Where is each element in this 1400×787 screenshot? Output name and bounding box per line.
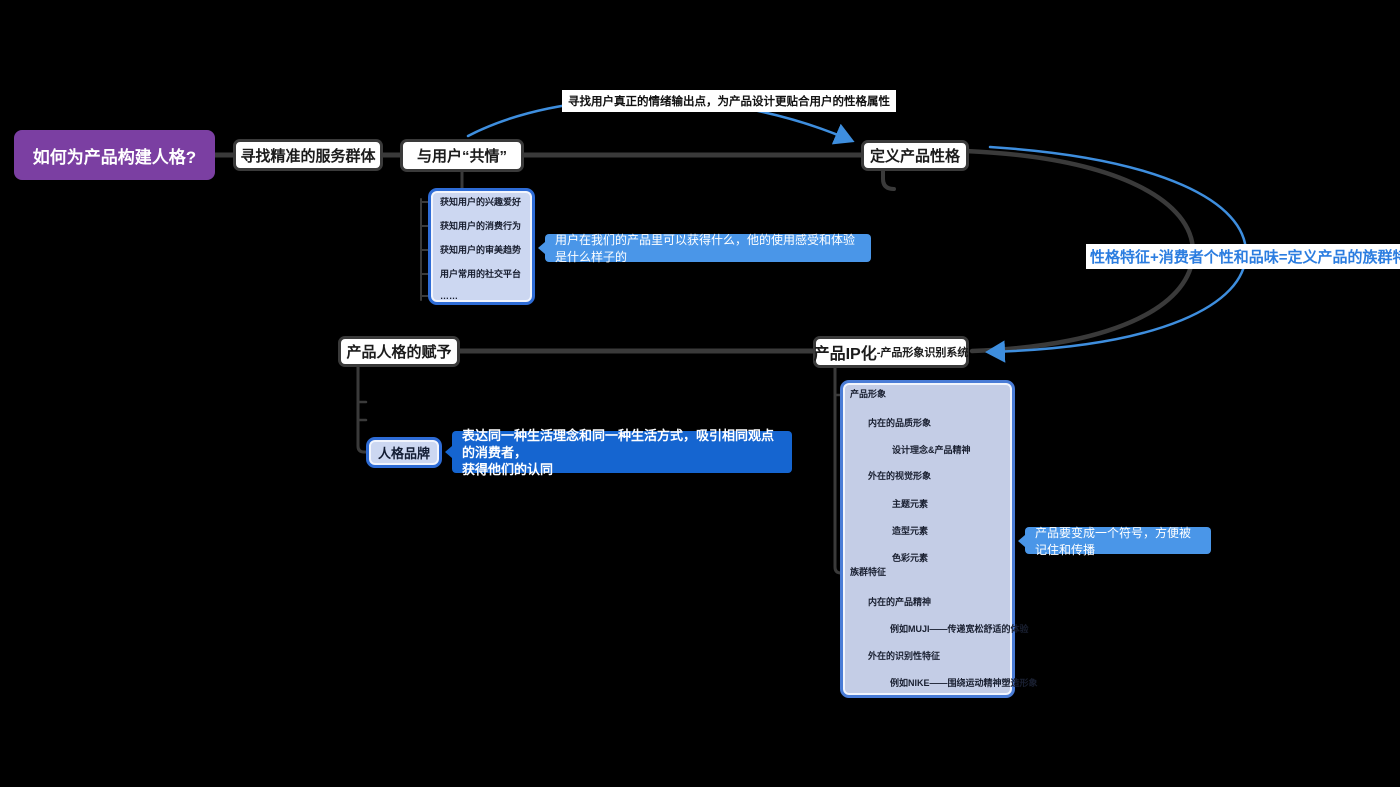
relationship-label-formula-text: 性格特征+消费者个性和品味=定义产品的族群特征	[1090, 249, 1400, 266]
topic-find-group[interactable]: 寻找精准的服务群体	[233, 139, 383, 171]
callout-lifestyle[interactable]: 表达同一种生活理念和同一种生活方式，吸引相同观点的消费者， 获得他们的认同	[445, 428, 792, 477]
topic-find-group-label: 寻找精准的服务群体	[240, 147, 376, 165]
ip-tree-item[interactable]: 族群特征	[850, 567, 887, 577]
topic-empathy-label: 与用户“共情”	[416, 148, 507, 165]
callout-user-experience-text: 用户在我们的产品里可以获得什么，他的使用感受和体验是什么样子的	[555, 233, 856, 264]
callout-lifestyle-line2: 获得他们的认同	[462, 461, 554, 477]
ip-tree-item[interactable]: 色彩元素	[892, 553, 929, 563]
ip-tree-item[interactable]: 主题元素	[892, 499, 929, 509]
ip-tree-item[interactable]: 造型元素	[892, 526, 929, 536]
ip-tree-item[interactable]: 内在的产品精神	[868, 597, 932, 607]
edge-define-stub	[881, 169, 896, 191]
ip-tree-item[interactable]: 内在的品质形象	[868, 418, 932, 428]
root-topic[interactable]: 如何为产品构建人格?	[14, 130, 215, 180]
topic-define-personality[interactable]: 定义产品性格	[861, 140, 969, 171]
ip-system-panel[interactable]	[840, 380, 1015, 698]
topic-endow-personality-label: 产品人格的赋予	[346, 344, 452, 361]
callout-arrow-icon	[1018, 534, 1025, 547]
callout-user-experience[interactable]: 用户在我们的产品里可以获得什么，他的使用感受和体验是什么样子的	[538, 233, 871, 264]
topic-empathy[interactable]: 与用户“共情”	[400, 139, 524, 172]
relationship-label-top[interactable]: 寻找用户真正的情绪输出点，为产品设计更贴合用户的性格属性	[562, 90, 896, 112]
empathy-item[interactable]: 用户常用的社交平台	[440, 269, 522, 279]
empathy-item[interactable]: 获知用户的消费行为	[440, 221, 522, 231]
topic-product-ip-label: 产品IP化	[813, 346, 877, 363]
ip-tree-item[interactable]: 外在的识别性特征	[868, 651, 941, 661]
topic-persona-brand[interactable]: 人格品牌	[366, 437, 442, 468]
relationship-label-top-text: 寻找用户真正的情绪输出点，为产品设计更贴合用户的性格属性	[568, 96, 890, 108]
ip-tree-item[interactable]: 产品形象	[850, 389, 887, 399]
callout-arrow-icon	[445, 446, 452, 458]
empathy-item[interactable]: 获知用户的审美趋势	[440, 245, 522, 255]
relationship-label-formula[interactable]: 性格特征+消费者个性和品味=定义产品的族群特征	[1086, 244, 1400, 269]
topic-product-ip-sublabel: -产品形象识别系统	[876, 347, 969, 359]
callout-arrow-icon	[538, 242, 545, 254]
callout-symbol-text: 产品要变成一个符号，方便被记住和传播	[1035, 525, 1192, 557]
ip-tree-item[interactable]: 设计理念&产品精神	[892, 445, 971, 455]
ip-tree-item[interactable]: 例如NIKE——围绕运动精神塑造形象	[890, 678, 1038, 688]
topic-product-ip[interactable]: 产品IP化-产品形象识别系统	[813, 336, 969, 368]
empathy-item[interactable]: ……	[440, 291, 458, 301]
root-topic-label: 如何为产品构建人格?	[32, 147, 197, 167]
ip-tree-item[interactable]: 例如MUJI——传递宽松舒适的体验	[890, 624, 1029, 634]
topic-persona-brand-label: 人格品牌	[377, 446, 430, 461]
callout-symbol[interactable]: 产品要变成一个符号，方便被记住和传播	[1018, 526, 1211, 557]
empathy-research-panel[interactable]	[428, 188, 535, 305]
ip-tree-item[interactable]: 外在的视觉形象	[868, 471, 932, 481]
empathy-item[interactable]: 获知用户的兴趣爱好	[440, 197, 522, 207]
topic-define-personality-label: 定义产品性格	[869, 148, 960, 165]
callout-lifestyle-line1: 表达同一种生活理念和同一种生活方式，吸引相同观点的消费者，	[462, 427, 775, 460]
topic-endow-personality[interactable]: 产品人格的赋予	[338, 336, 460, 367]
